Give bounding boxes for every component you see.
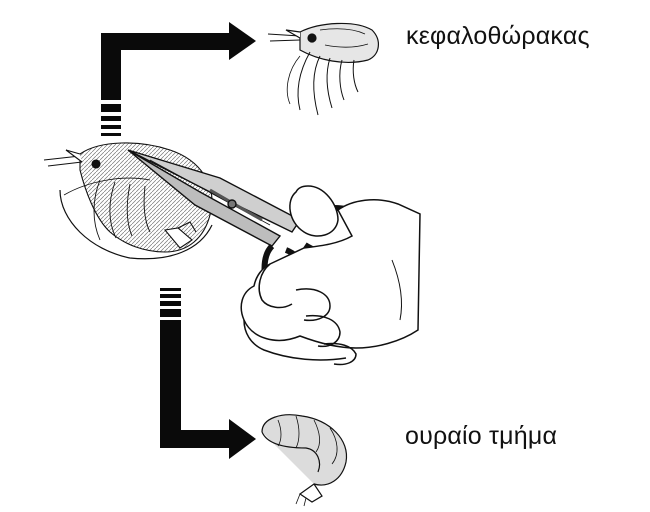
shrimp-head-icon — [268, 23, 378, 115]
arrow-right-icon — [229, 22, 256, 60]
tail-section-label: ουραίο τμήμα — [405, 422, 557, 451]
arrow-to-cephalothorax — [101, 22, 256, 136]
arrow-right-icon — [229, 419, 256, 459]
cephalothorax-label: κεφαλοθώρακας — [406, 22, 590, 51]
shrimp-icon — [44, 143, 212, 259]
shrimp-tail-icon — [262, 415, 347, 506]
